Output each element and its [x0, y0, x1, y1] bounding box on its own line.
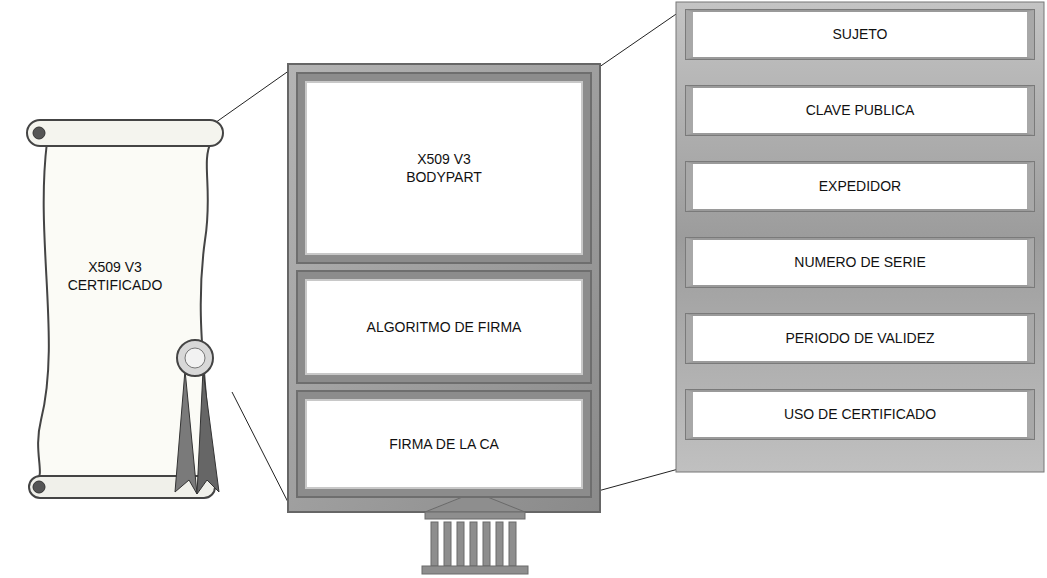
field-box: USO DE CERTIFICADO [686, 390, 1034, 439]
field-box: X509 V3 BODYPART [298, 74, 590, 262]
field-box: FIRMA DE LA CA [298, 392, 590, 496]
panel-frame [676, 2, 1044, 472]
field-box: PERIODO DE VALIDEZ [686, 314, 1034, 363]
field-box: CLAVE PUBLICA [686, 86, 1034, 135]
field-label: SUJETO [833, 25, 888, 43]
field-label: NUMERO DE SERIE [794, 253, 925, 271]
panel-frame [288, 64, 600, 512]
field-label: X509 V3 BODYPART [384, 150, 504, 186]
scroll-outline [5, 90, 237, 510]
certificate-scroll: X509 V3 CERTIFICADO [5, 90, 237, 510]
zoom-line [232, 392, 292, 510]
field-label: USO DE CERTIFICADO [784, 405, 936, 423]
field-label: FIRMA DE LA CA [389, 435, 499, 453]
building-icon [422, 492, 528, 574]
field-box: NUMERO DE SERIE [686, 238, 1034, 287]
field-label: ALGORITMO DE FIRMA [367, 318, 522, 336]
field-box: ALGORITMO DE FIRMA [298, 272, 590, 382]
field-label: PERIODO DE VALIDEZ [785, 329, 934, 347]
zoom-line [212, 70, 290, 125]
certificate-title: X509 V3 CERTIFICADO [45, 258, 185, 294]
field-label: EXPEDIDOR [819, 177, 901, 195]
zoom-line [592, 10, 682, 72]
field-label: CLAVE PUBLICA [806, 101, 915, 119]
field-box: SUJETO [686, 10, 1034, 59]
field-box: EXPEDIDOR [686, 162, 1034, 211]
